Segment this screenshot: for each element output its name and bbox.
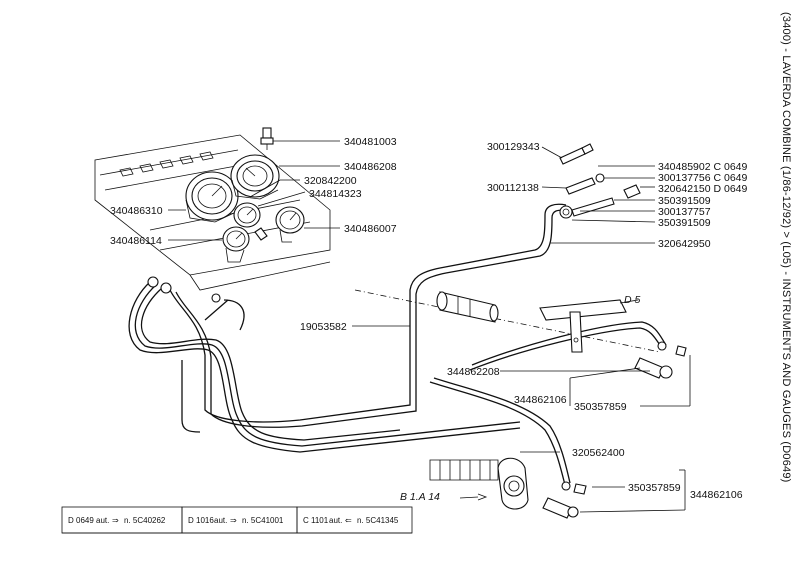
label-d5: D 5 (624, 294, 641, 306)
bracket-d5 (539, 299, 627, 353)
svg-text:n. 5C40262: n. 5C40262 (124, 516, 166, 525)
label-b1a14: B 1.A 14 (400, 491, 440, 503)
tube-320642950-icon (559, 197, 615, 219)
label-350391509-a: 350391509 (658, 195, 711, 207)
svg-text:D 0649: D 0649 (68, 516, 94, 525)
footnote-2: C 1101 aut. ⇐ n. 5C41345 (303, 516, 399, 525)
gauge-small-center (233, 202, 261, 228)
svg-text:D 1016: D 1016 (188, 516, 214, 525)
label-300137757: 300137757 (658, 206, 711, 218)
tube-fittings (147, 276, 221, 303)
label-340486114: 340486114 (110, 235, 162, 247)
svg-text:⇒: ⇒ (230, 516, 237, 525)
svg-text:C 1101: C 1101 (303, 516, 329, 525)
hub-assembly (429, 457, 529, 510)
label-350357859-b: 350357859 (628, 482, 681, 494)
upper-fittings (559, 143, 641, 219)
gauge-small-lower (222, 226, 250, 263)
label-340485902: 340485902 C 0649 (658, 161, 747, 173)
label-300112138: 300112138 (487, 182, 539, 194)
fitting-300129343-icon (559, 143, 594, 165)
svg-text:⇒: ⇒ (112, 516, 119, 525)
label-300137756: 300137756 C 0649 (658, 172, 747, 184)
bulb-holder-icon (260, 127, 274, 150)
svg-text:aut.: aut. (329, 516, 342, 525)
label-350391509-b: 350391509 (658, 217, 711, 229)
footnote-table: D 0649 aut. ⇒ n. 5C40262 D 1016 aut. ⇒ n… (61, 506, 413, 534)
drive-shaft (354, 289, 661, 353)
svg-text:⇐: ⇐ (345, 516, 352, 525)
diagram-title: (3400) - LAVERDA COMBINE (1/86-12/92) > … (780, 12, 792, 483)
svg-text:aut.: aut. (214, 516, 227, 525)
lamp-icon (254, 227, 268, 241)
label-344814323: 344814323 (309, 188, 362, 200)
label-320562400: 320562400 (572, 447, 625, 459)
sender-bottom (542, 481, 587, 519)
label-320642950: 320642950 (658, 238, 711, 250)
sender-upper-right (634, 341, 687, 379)
tubing (128, 203, 667, 486)
svg-text:aut.: aut. (96, 516, 109, 525)
gauge-large-left (185, 171, 239, 223)
label-19053582: 19053582 (300, 321, 347, 333)
footnote-1: D 1016 aut. ⇒ n. 5C41001 (188, 516, 284, 525)
fitting-300137756-icon (595, 173, 605, 183)
label-344862208: 344862208 (447, 366, 500, 378)
label-320642150: 320642150 D 0649 (658, 183, 747, 195)
svg-text:n. 5C41001: n. 5C41001 (242, 516, 284, 525)
gauge-small-right (275, 206, 305, 243)
label-340486310: 340486310 (110, 205, 163, 217)
label-340486007: 340486007 (344, 223, 397, 235)
label-344862106-a: 344862106 (514, 394, 567, 406)
fitting-340485902-icon (565, 177, 596, 195)
label-300129343: 300129343 (487, 141, 540, 153)
leader-lines (168, 140, 691, 513)
svg-text:n. 5C41345: n. 5C41345 (357, 516, 399, 525)
label-344862106-b: 344862106 (690, 489, 743, 501)
label-340481003: 340481003 (344, 136, 397, 148)
part-labels: 340481003 340486208 320842200 344814323 … (110, 136, 747, 503)
label-340486208: 340486208 (344, 161, 397, 173)
fitting-320642150-icon (623, 184, 641, 199)
label-350357859-a: 350357859 (574, 401, 627, 413)
gauge-cluster (185, 127, 305, 263)
gauge-large-right (230, 154, 280, 200)
footnote-0: D 0649 aut. ⇒ n. 5C40262 (68, 516, 166, 525)
label-320842200: 320842200 (304, 175, 357, 187)
